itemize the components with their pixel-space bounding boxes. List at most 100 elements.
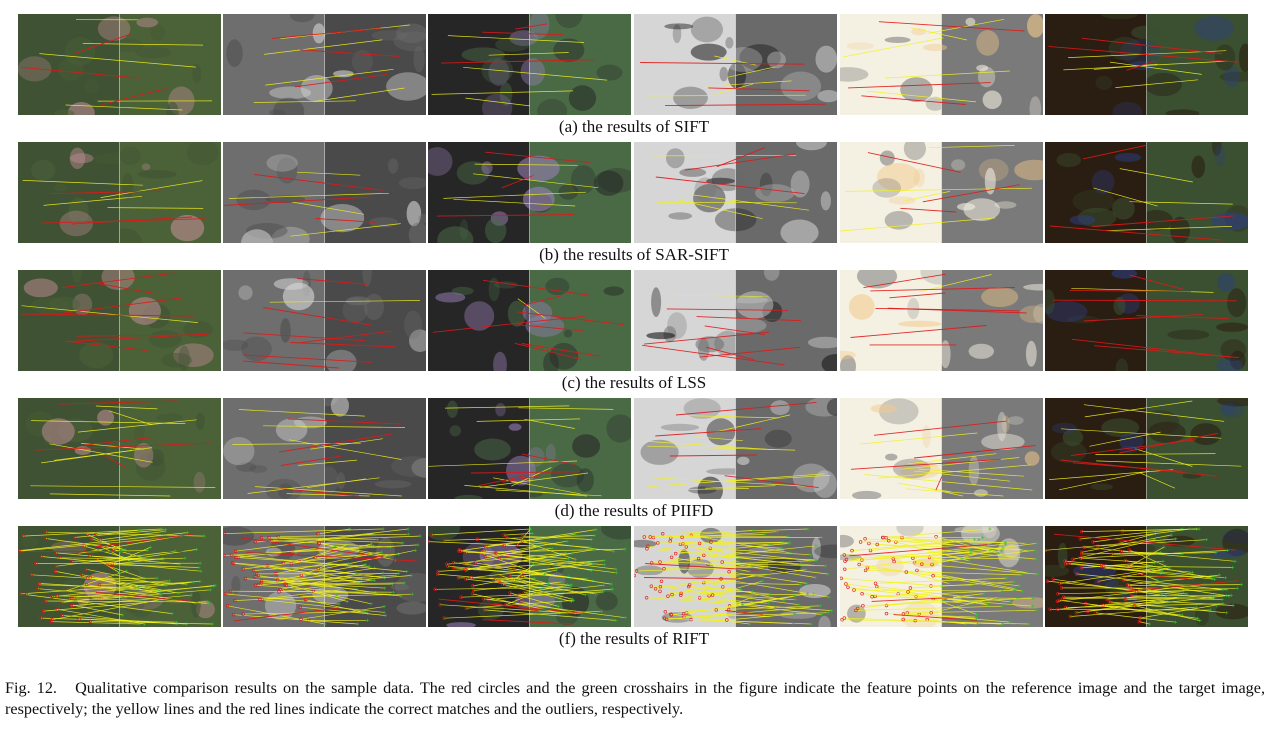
target-feature-point: [1030, 604, 1035, 608]
texture-region: [968, 343, 994, 359]
correct-match-line: [435, 586, 571, 590]
reference-feature-point: [41, 609, 46, 613]
correct-match-line: [291, 544, 419, 553]
figure-label: Fig. 12.: [5, 679, 57, 697]
target-feature-point: [556, 604, 561, 608]
correct-match-line: [56, 595, 124, 598]
correct-match-line: [223, 545, 374, 557]
target-feature-point: [375, 537, 379, 541]
image-pair-map-optical-green: [428, 142, 631, 243]
reference-feature-point: [1045, 579, 1049, 583]
texture-region: [396, 601, 426, 615]
texture-region: [1131, 25, 1160, 40]
correct-match-line: [443, 191, 587, 199]
correct-match-line: [878, 464, 1031, 479]
reference-feature-point: [231, 612, 236, 617]
target-feature-point: [788, 551, 792, 555]
target-feature-point: [1188, 527, 1192, 531]
texture-region: [729, 296, 769, 304]
texture-region: [226, 39, 243, 68]
texture-region: [141, 163, 151, 171]
texture-region: [799, 584, 831, 598]
match-visualization: [634, 270, 837, 371]
correct-match-line: [466, 553, 573, 571]
texture-region: [666, 148, 685, 169]
outlier-line: [878, 21, 1025, 32]
texture-region: [997, 411, 1007, 442]
correct-match-line: [31, 420, 186, 424]
texture-region: [1212, 142, 1222, 156]
target-feature-point: [401, 541, 405, 545]
reference-feature-point: [651, 535, 656, 540]
texture-region: [499, 82, 513, 106]
reference-feature-point: [856, 606, 860, 611]
reference-feature-point: [844, 582, 848, 586]
correct-match-line: [313, 590, 372, 605]
texture-region: [884, 36, 911, 43]
correct-match-line: [1138, 572, 1158, 581]
texture-region: [994, 201, 1017, 209]
correct-match-line: [877, 544, 1024, 550]
outlier-line: [432, 315, 585, 333]
target-feature-point: [366, 618, 370, 622]
correct-match-line: [286, 575, 412, 586]
correct-match-line: [259, 589, 342, 600]
reference-feature-point: [259, 536, 263, 540]
outlier-line: [1053, 299, 1237, 302]
target-feature-point: [345, 599, 349, 604]
reference-image: [428, 142, 530, 243]
match-visualization: [428, 14, 631, 115]
reference-feature-point: [842, 616, 847, 620]
correct-match-line: [646, 94, 806, 97]
correct-match-line: [1135, 448, 1193, 467]
target-feature-point: [568, 585, 572, 589]
target-feature-point: [830, 609, 834, 613]
reference-feature-point: [696, 556, 701, 561]
reference-feature-point: [725, 618, 729, 622]
outlier-line: [889, 292, 946, 299]
target-feature-point: [392, 590, 396, 594]
image-pair-map-sar: [840, 142, 1043, 243]
reference-feature-point: [681, 611, 686, 616]
texture-region: [1147, 421, 1186, 443]
outlier-line: [104, 455, 126, 468]
correct-match-line: [883, 528, 990, 538]
correct-match-line: [1093, 528, 1190, 543]
texture-region: [449, 425, 461, 437]
texture-region: [796, 142, 827, 151]
texture-region: [517, 155, 560, 182]
correct-match-line: [20, 581, 200, 595]
correct-match-line: [661, 580, 801, 585]
target-feature-point: [1221, 588, 1225, 592]
outlier-line: [501, 175, 534, 189]
reference-feature-point: [84, 567, 89, 571]
target-feature-point: [383, 613, 388, 618]
correct-match-line: [234, 595, 337, 601]
reference-feature-point: [508, 591, 512, 595]
texture-region: [763, 270, 780, 281]
outlier-line: [300, 330, 392, 344]
outlier-line: [724, 475, 819, 489]
texture-region: [925, 96, 945, 111]
correct-match-line: [298, 459, 357, 466]
texture-region: [137, 170, 177, 179]
correct-match-line: [651, 545, 816, 564]
texture-region: [408, 222, 426, 243]
target-feature-point: [1161, 559, 1165, 563]
correct-match-line: [675, 543, 789, 554]
texture-region: [762, 301, 783, 322]
outlier-line: [294, 74, 387, 88]
target-feature-point: [614, 618, 618, 622]
correct-match-line: [651, 585, 741, 590]
texture-region: [690, 16, 723, 43]
reference-feature-point: [1119, 550, 1124, 554]
texture-region: [411, 457, 426, 478]
reference-feature-point: [666, 594, 670, 598]
reference-feature-point: [1110, 552, 1114, 556]
texture-region: [780, 219, 819, 243]
texture-region: [807, 336, 837, 349]
texture-region: [870, 404, 898, 414]
correct-match-line: [72, 604, 123, 616]
target-feature-point: [1031, 596, 1035, 600]
target-feature-point: [814, 544, 818, 548]
